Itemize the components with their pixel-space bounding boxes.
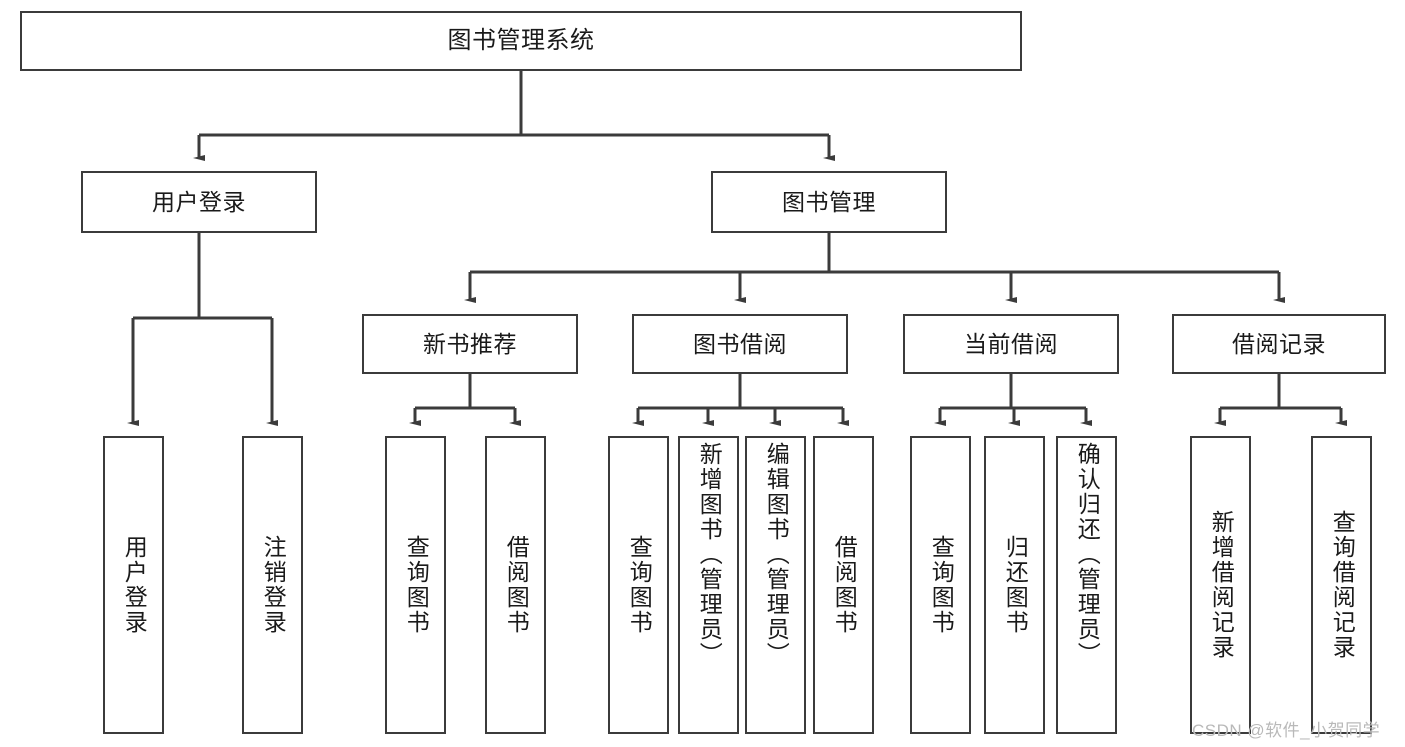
node-rec-borrow-book-label: 借阅图书 [503, 535, 530, 635]
node-cur-query-book[interactable]: 查询图书 [910, 436, 971, 734]
node-user-login-do-label: 用户登录 [121, 535, 148, 635]
node-borrow-edit-book[interactable]: 编辑图书（管理员） [745, 436, 806, 734]
node-borrow-query-book[interactable]: 查询图书 [608, 436, 669, 734]
node-user-login-do[interactable]: 用户登录 [103, 436, 164, 734]
node-user-login[interactable]: 用户登录 [81, 171, 317, 233]
node-rec-add-record-label: 新增借阅记录 [1208, 510, 1235, 660]
node-rec-query-book-label: 查询图书 [403, 535, 430, 635]
node-cur-return-book[interactable]: 归还图书 [984, 436, 1045, 734]
node-rec-query-book[interactable]: 查询图书 [385, 436, 446, 734]
node-cur-confirm-return-label: 确认归还（管理员） [1074, 442, 1101, 667]
node-user-logout-label: 注销登录 [260, 535, 287, 635]
node-book-manage-label: 图书管理 [782, 188, 876, 215]
node-book-manage[interactable]: 图书管理 [711, 171, 947, 233]
node-root-label: 图书管理系统 [447, 27, 595, 55]
node-rec-query-record-label: 查询借阅记录 [1329, 510, 1356, 660]
node-user-logout[interactable]: 注销登录 [242, 436, 303, 734]
node-cur-return-book-label: 归还图书 [1002, 535, 1029, 635]
node-rec-query-record[interactable]: 查询借阅记录 [1311, 436, 1372, 734]
node-book-borrow[interactable]: 图书借阅 [632, 314, 848, 374]
node-rec-add-record[interactable]: 新增借阅记录 [1190, 436, 1251, 734]
node-rec-borrow-book[interactable]: 借阅图书 [485, 436, 546, 734]
node-current-borrow[interactable]: 当前借阅 [903, 314, 1119, 374]
node-borrow-record[interactable]: 借阅记录 [1172, 314, 1386, 374]
node-borrow-lend-book-label: 借阅图书 [831, 535, 858, 635]
node-user-login-label: 用户登录 [152, 188, 246, 215]
node-cur-query-book-label: 查询图书 [928, 535, 955, 635]
node-root[interactable]: 图书管理系统 [20, 11, 1022, 71]
node-borrow-add-book-label: 新增图书（管理员） [696, 442, 723, 667]
node-borrow-query-book-label: 查询图书 [626, 535, 653, 635]
node-borrow-add-book[interactable]: 新增图书（管理员） [678, 436, 739, 734]
node-borrow-lend-book[interactable]: 借阅图书 [813, 436, 874, 734]
node-borrow-edit-book-label: 编辑图书（管理员） [763, 442, 790, 667]
node-new-book-recommend[interactable]: 新书推荐 [362, 314, 578, 374]
node-borrow-record-label: 借阅记录 [1232, 330, 1326, 357]
csdn-watermark: CSDN @软件_小贺同学 [1192, 721, 1381, 740]
node-cur-confirm-return[interactable]: 确认归还（管理员） [1056, 436, 1117, 734]
node-book-borrow-label: 图书借阅 [693, 330, 787, 357]
node-new-book-recommend-label: 新书推荐 [423, 330, 517, 357]
node-current-borrow-label: 当前借阅 [964, 330, 1058, 357]
